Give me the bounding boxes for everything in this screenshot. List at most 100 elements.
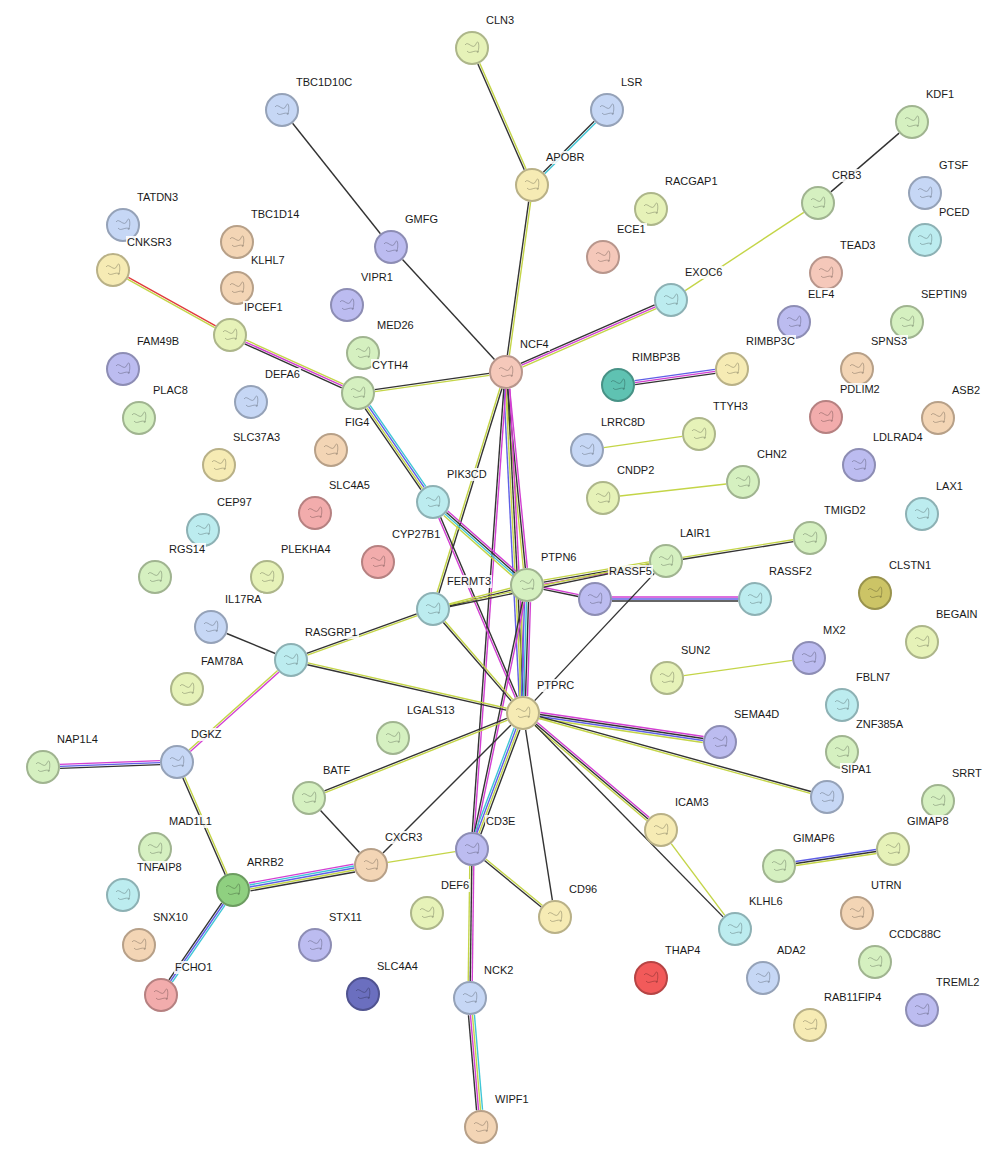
node-label: BATF bbox=[322, 764, 351, 777]
node-circle bbox=[216, 873, 250, 907]
protein-node: CD3E bbox=[455, 832, 489, 866]
node-circle bbox=[250, 560, 284, 594]
structure-glyph bbox=[659, 555, 673, 566]
structure-glyph bbox=[148, 843, 162, 854]
evidence-line bbox=[308, 663, 507, 708]
node-disc bbox=[650, 545, 682, 577]
node-disc bbox=[266, 94, 298, 126]
node-circle bbox=[682, 417, 716, 451]
evidence-line bbox=[543, 589, 578, 596]
node-label: KDF1 bbox=[925, 88, 955, 101]
node-circle bbox=[346, 977, 380, 1011]
structure-glyph bbox=[465, 42, 479, 53]
node-disc bbox=[251, 561, 283, 593]
node-circle bbox=[634, 192, 668, 226]
structure-glyph bbox=[356, 347, 370, 358]
interaction-edge bbox=[365, 405, 426, 489]
evidence-line bbox=[365, 409, 421, 490]
protein-node: PLAC8 bbox=[122, 401, 156, 435]
protein-node: CD96 bbox=[538, 900, 572, 934]
evidence-line bbox=[472, 866, 474, 981]
protein-node: FERMT3 bbox=[416, 592, 450, 626]
node-circle bbox=[314, 433, 348, 467]
structure-glyph bbox=[371, 556, 385, 567]
protein-node: PDLIM2 bbox=[809, 400, 843, 434]
structure-glyph bbox=[819, 267, 833, 278]
structure-glyph bbox=[918, 234, 932, 245]
node-circle bbox=[746, 961, 780, 995]
node-circle bbox=[777, 305, 811, 339]
node-circle bbox=[234, 385, 268, 419]
node-label: PLEKHA4 bbox=[280, 543, 332, 556]
node-label: ADA2 bbox=[776, 944, 807, 957]
node-label: MED26 bbox=[376, 319, 415, 332]
interaction-edge bbox=[684, 660, 792, 675]
structure-glyph bbox=[132, 939, 146, 950]
protein-node: DEF6 bbox=[410, 896, 444, 930]
interaction-edge bbox=[227, 633, 276, 653]
node-disc bbox=[843, 449, 875, 481]
node-label: LSR bbox=[620, 76, 643, 89]
interaction-edge bbox=[635, 369, 716, 384]
protein-node: UTRN bbox=[840, 896, 874, 930]
node-disc bbox=[704, 726, 736, 758]
interaction-edge bbox=[683, 540, 794, 560]
structure-glyph bbox=[905, 116, 919, 127]
node-label: SLC4A4 bbox=[376, 960, 419, 973]
evidence-line bbox=[403, 260, 495, 360]
node-label: DGKZ bbox=[190, 728, 223, 741]
protein-node: TMIGD2 bbox=[793, 521, 827, 555]
node-label: SPNS3 bbox=[870, 335, 908, 348]
node-circle bbox=[106, 352, 140, 386]
protein-node: CHN2 bbox=[726, 465, 760, 499]
protein-node: CXCR3 bbox=[354, 848, 388, 882]
node-disc bbox=[171, 673, 203, 705]
evidence-line bbox=[324, 718, 506, 790]
evidence-line bbox=[539, 718, 810, 793]
interaction-edge bbox=[831, 133, 899, 192]
structure-glyph bbox=[811, 197, 825, 208]
node-disc bbox=[859, 946, 891, 978]
node-disc bbox=[107, 353, 139, 385]
node-label: GIMAP6 bbox=[792, 832, 836, 845]
node-circle bbox=[810, 780, 844, 814]
node-circle bbox=[840, 352, 874, 386]
structure-glyph bbox=[600, 104, 614, 115]
node-label: SEPTIN9 bbox=[920, 288, 968, 301]
protein-node: MX2 bbox=[792, 641, 826, 675]
node-disc bbox=[235, 386, 267, 418]
evidence-line bbox=[545, 123, 596, 174]
node-disc bbox=[602, 369, 634, 401]
structure-glyph bbox=[230, 282, 244, 293]
node-label: SNX10 bbox=[152, 911, 189, 924]
protein-node: CCDC88C bbox=[858, 945, 892, 979]
node-disc bbox=[123, 929, 155, 961]
interaction-edge bbox=[539, 717, 811, 794]
node-disc bbox=[778, 306, 810, 338]
protein-node: RIMBP3C bbox=[715, 352, 749, 386]
node-disc bbox=[877, 833, 909, 865]
structure-glyph bbox=[499, 366, 513, 377]
protein-node: TTYH3 bbox=[682, 417, 716, 451]
node-label: CNKSR3 bbox=[126, 236, 173, 249]
node-label: PTPN6 bbox=[540, 551, 577, 564]
protein-node: FIG4 bbox=[314, 433, 348, 467]
interaction-edge bbox=[388, 852, 455, 863]
protein-node: DGKZ bbox=[160, 745, 194, 779]
node-disc bbox=[719, 913, 751, 945]
node-disc bbox=[214, 319, 246, 351]
structure-glyph bbox=[654, 824, 668, 835]
node-label: TBC1D10C bbox=[295, 76, 353, 89]
evidence-line bbox=[612, 600, 738, 601]
structure-glyph bbox=[226, 884, 240, 895]
node-circle bbox=[298, 496, 332, 530]
evidence-line bbox=[486, 859, 543, 905]
node-circle bbox=[738, 582, 772, 616]
protein-node: SLC4A4 bbox=[346, 977, 380, 1011]
node-circle bbox=[825, 688, 859, 722]
node-disc bbox=[683, 418, 715, 450]
node-disc bbox=[465, 1111, 497, 1143]
node-label: PCED bbox=[938, 206, 971, 219]
node-disc bbox=[456, 32, 488, 64]
protein-node: SIPA1 bbox=[810, 780, 844, 814]
